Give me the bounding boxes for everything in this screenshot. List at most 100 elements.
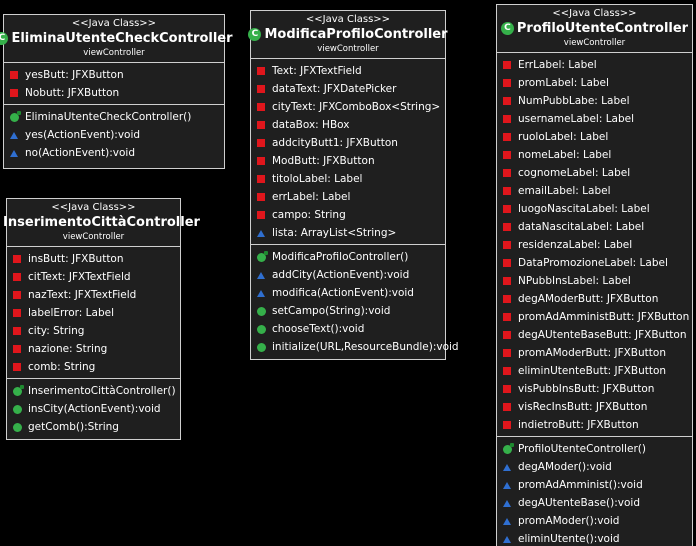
class-box-profilo-utente-controller[interactable]: <<Java Class>> C ProfiloUtenteController… (496, 4, 693, 546)
attribute-row[interactable]: ErrLabel: Label (497, 56, 692, 74)
attribute-row[interactable]: visRecInsButt: JFXButton (497, 398, 692, 416)
private-field-icon (257, 157, 265, 165)
attribute-row[interactable]: promLabel: Label (497, 74, 692, 92)
operation-row[interactable]: no(ActionEvent):void (4, 144, 224, 162)
private-field-icon (503, 133, 511, 141)
attribute-row[interactable]: NumPubbLabe: Label (497, 92, 692, 110)
operation-row[interactable]: InserimentoCittàController() (7, 382, 180, 400)
operation-row[interactable]: ModificaProfiloController() (251, 248, 445, 266)
attribute-row[interactable]: promAdAmministButt: JFXButton (497, 308, 692, 326)
operation-row[interactable]: promAModer():void (497, 512, 692, 530)
attribute-row[interactable]: visPubbInsButt: JFXButton (497, 380, 692, 398)
attribute-row[interactable]: Text: JFXTextField (251, 62, 445, 80)
attribute-row[interactable]: degAModerButt: JFXButton (497, 290, 692, 308)
operation-row[interactable]: EliminaUtenteCheckController() (4, 108, 224, 126)
attribute-row-text: eliminUtenteButt: JFXButton (518, 365, 667, 377)
private-field-icon (503, 367, 511, 375)
operation-row[interactable]: initialize(URL,ResourceBundle):void (251, 338, 459, 356)
attribute-row[interactable]: usernameLabel: Label (497, 110, 692, 128)
attribute-row-text: promAdAmministButt: JFXButton (518, 311, 690, 323)
attribute-row-text: errLabel: Label (272, 191, 351, 203)
attribute-row-text: promAModerButt: JFXButton (518, 347, 666, 359)
attribute-row[interactable]: indietroButt: JFXButton (497, 416, 692, 434)
attribute-row-text: dataBox: HBox (272, 119, 350, 131)
attribute-row[interactable]: insButt: JFXButton (7, 250, 180, 268)
visibility-icon-wrap (502, 403, 512, 411)
attribute-row[interactable]: lista: ArrayList<String> (251, 224, 445, 242)
operation-row[interactable]: chooseText():void (251, 320, 445, 338)
attribute-row[interactable]: residenzaLabel: Label (497, 236, 692, 254)
attribute-row-text: indietroButt: JFXButton (518, 419, 639, 431)
attribute-row[interactable]: titoloLabel: Label (251, 170, 445, 188)
operation-row[interactable]: eliminUtente():void (497, 530, 692, 546)
operation-row[interactable]: degAModer():void (497, 458, 692, 476)
visibility-icon-wrap (256, 175, 266, 183)
private-field-icon (13, 255, 21, 263)
class-icon: C (500, 22, 514, 35)
class-box-modifica-profilo-controller[interactable]: <<Java Class>> C ModificaProfiloControll… (248, 10, 459, 360)
private-field-icon (503, 403, 511, 411)
visibility-icon-wrap (502, 385, 512, 393)
visibility-icon-wrap (9, 89, 19, 97)
attribute-row[interactable]: eliminUtenteButt: JFXButton (497, 362, 692, 380)
package-label: viewController (317, 44, 379, 54)
attribute-row[interactable]: citText: JFXTextField (7, 268, 180, 286)
visibility-icon-wrap (502, 97, 512, 105)
attribute-row[interactable]: dataNascitaLabel: Label (497, 218, 692, 236)
attribute-row[interactable]: dataBox: HBox (251, 116, 445, 134)
attribute-row[interactable]: ruoloLabel: Label (497, 128, 692, 146)
attribute-row[interactable]: city: String (7, 322, 180, 340)
class-title: C EliminaUtenteCheckController (0, 30, 233, 47)
attribute-row[interactable]: nazText: JFXTextField (7, 286, 180, 304)
attribute-row[interactable]: Nobutt: JFXButton (4, 84, 224, 102)
attribute-row-text: nazText: JFXTextField (28, 289, 137, 301)
operation-row[interactable]: addCity(ActionEvent):void (251, 266, 445, 284)
attribute-row[interactable]: nazione: String (7, 340, 180, 358)
operation-row[interactable]: insCity(ActionEvent):void (7, 400, 180, 418)
attribute-row[interactable]: dataText: JFXDatePicker (251, 80, 445, 98)
attribute-row-text: emailLabel: Label (518, 185, 611, 197)
attribute-row-text: usernameLabel: Label (518, 113, 635, 125)
visibility-icon-wrap (502, 481, 512, 489)
operation-row[interactable]: yes(ActionEvent):void (4, 126, 224, 144)
attribute-row[interactable]: ModButt: JFXButton (251, 152, 445, 170)
operation-row-text: ModificaProfiloController() (272, 251, 409, 263)
attribute-row[interactable]: comb: String (7, 358, 180, 376)
attribute-row[interactable]: emailLabel: Label (497, 182, 692, 200)
visibility-icon-wrap (256, 250, 268, 262)
attribute-row[interactable]: labelError: Label (7, 304, 180, 322)
attribute-row[interactable]: NPubbInsLabel: Label (497, 272, 692, 290)
attribute-row-text: visRecInsButt: JFXButton (518, 401, 648, 413)
operation-row[interactable]: degAUtenteBase():void (497, 494, 692, 512)
stereotype-label: <<Java Class>> (552, 8, 637, 19)
private-field-icon (13, 291, 21, 299)
operation-row-text: degAUtenteBase():void (518, 497, 640, 509)
class-icon: C (248, 28, 262, 41)
package-label: viewController (62, 232, 125, 242)
operation-row[interactable]: modifica(ActionEvent):void (251, 284, 445, 302)
private-field-icon (503, 61, 511, 69)
attribute-row[interactable]: promAModerButt: JFXButton (497, 344, 692, 362)
attribute-row[interactable]: degAUtenteBaseButt: JFXButton (497, 326, 692, 344)
attribute-row-text: campo: String (272, 209, 346, 221)
attribute-row[interactable]: luogoNascitaLabel: Label (497, 200, 692, 218)
attribute-row[interactable]: campo: String (251, 206, 445, 224)
package-label: viewController (83, 48, 145, 58)
visibility-icon-wrap (502, 169, 512, 177)
private-field-icon (503, 259, 511, 267)
operation-row[interactable]: promAdAmminist():void (497, 476, 692, 494)
operation-row[interactable]: ProfiloUtenteController() (497, 440, 692, 458)
operation-row[interactable]: setCampo(String):void (251, 302, 445, 320)
attribute-row[interactable]: cognomeLabel: Label (497, 164, 692, 182)
operation-row[interactable]: getComb():String (7, 418, 180, 436)
class-box-elimina-utente-check-controller[interactable]: <<Java Class>> C EliminaUtenteCheckContr… (0, 14, 233, 169)
visibility-icon-wrap (12, 309, 22, 317)
attribute-row[interactable]: nomeLabel: Label (497, 146, 692, 164)
attribute-row[interactable]: cityText: JFXComboBox<String> (251, 98, 445, 116)
attribute-row[interactable]: yesButt: JFXButton (4, 66, 224, 84)
private-field-icon (13, 273, 21, 281)
attribute-row[interactable]: errLabel: Label (251, 188, 445, 206)
attribute-row[interactable]: addcityButt1: JFXButton (251, 134, 445, 152)
class-box-inserimento-citta-controller[interactable]: <<Java Class>> C InserimentoCittàControl… (0, 198, 200, 440)
attribute-row[interactable]: DataPromozioneLabel: Label (497, 254, 692, 272)
